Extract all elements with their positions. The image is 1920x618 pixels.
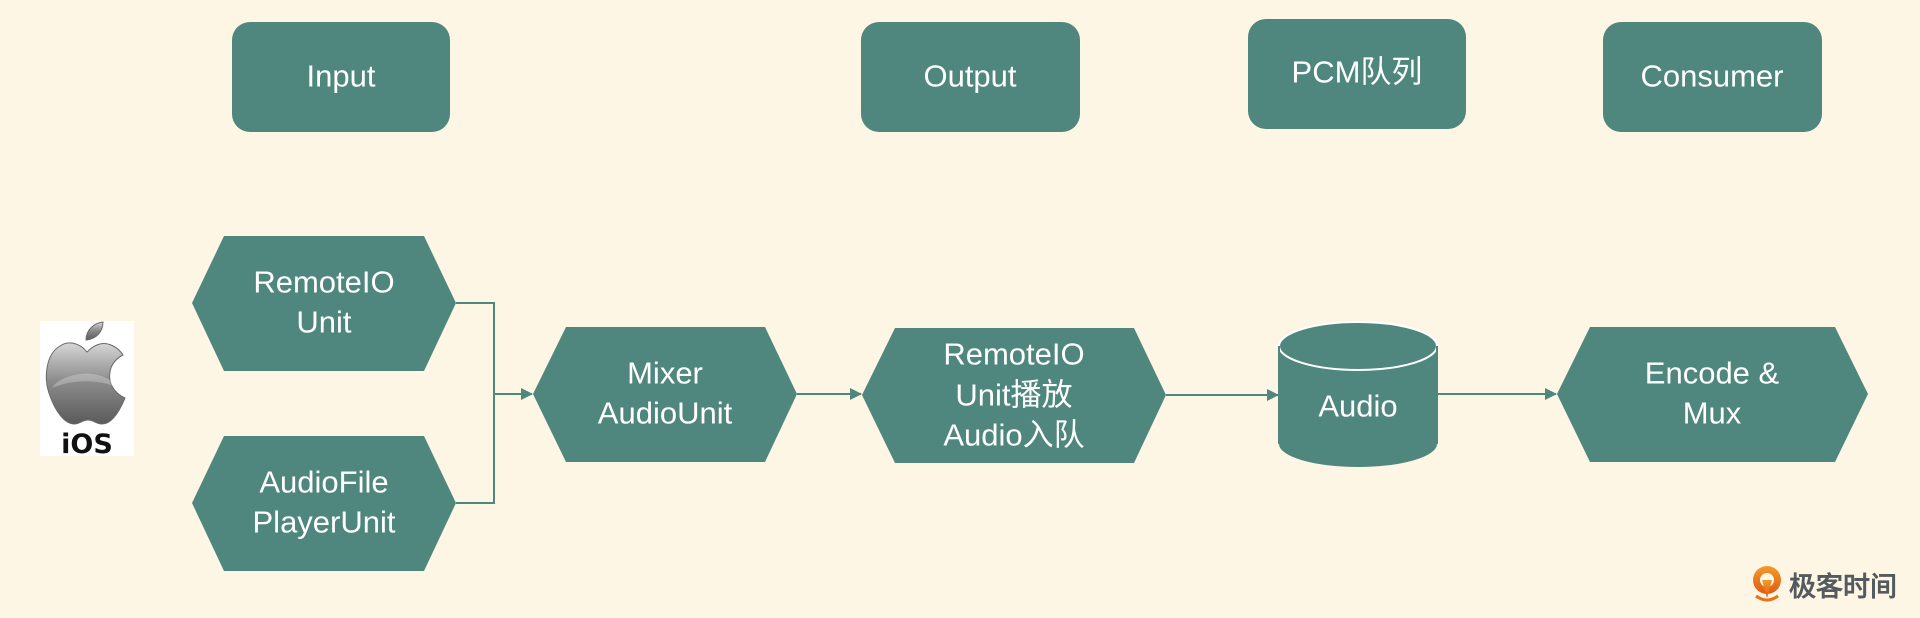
node-label-line: Unit播放 [955, 378, 1072, 413]
header-box [861, 22, 1080, 132]
node-label-line: PlayerUnit [253, 505, 396, 540]
header-box [1248, 19, 1466, 129]
apple-icon [45, 321, 126, 425]
header-label: Consumer [1641, 59, 1784, 94]
node-encode-mux: Encode & Mux [1557, 327, 1868, 462]
header-pcm-queue: PCM队列 [1248, 19, 1466, 129]
ios-logo: iOS [40, 321, 134, 460]
node-label-line: AudioFile [259, 465, 388, 500]
hexagon-shape [862, 328, 1166, 463]
node-remoteio-unit: RemoteIO Unit [192, 236, 456, 371]
header-label: Input [307, 59, 376, 94]
hexagon-shape [192, 236, 456, 371]
node-label-line: Unit [296, 305, 352, 340]
header-label: PCM队列 [1292, 55, 1423, 90]
node-label-line: Audio [1318, 389, 1397, 424]
edge-inputs-merge [456, 302, 495, 504]
header-consumer: Consumer [1603, 22, 1822, 132]
node-label-line: Mixer [627, 356, 703, 391]
header-box [232, 22, 450, 132]
watermark: 极客时间 [1753, 566, 1897, 603]
watermark-text: 极客时间 [1789, 571, 1897, 603]
header-output: Output [861, 22, 1080, 132]
header-input: Input [232, 22, 450, 132]
node-mixer-audiounit: Mixer AudioUnit [533, 327, 797, 462]
node-label-line: AudioUnit [598, 396, 733, 431]
cylinder-top [1278, 321, 1438, 371]
node-label-line: Encode & [1645, 356, 1780, 391]
cylinder-body [1279, 346, 1437, 467]
connectors [456, 302, 1557, 504]
hexagon-shape [192, 436, 456, 571]
node-label-line: Audio入队 [943, 418, 1084, 453]
ios-label: iOS [61, 429, 113, 460]
node-audiofile-player-unit: AudioFile PlayerUnit [192, 436, 456, 571]
hexagon-shape [533, 327, 797, 462]
hexagon-shape [1557, 327, 1868, 462]
node-label-line: Mux [1683, 396, 1742, 431]
node-label-line: RemoteIO [253, 265, 394, 300]
node-audio-queue: Audio [1278, 321, 1438, 467]
header-box [1603, 22, 1822, 132]
node-label-line: RemoteIO [943, 337, 1084, 372]
geektime-logo-icon [1753, 566, 1781, 602]
header-label: Output [923, 59, 1016, 94]
node-remoteio-play-enqueue: RemoteIO Unit播放 Audio入队 [862, 328, 1166, 463]
